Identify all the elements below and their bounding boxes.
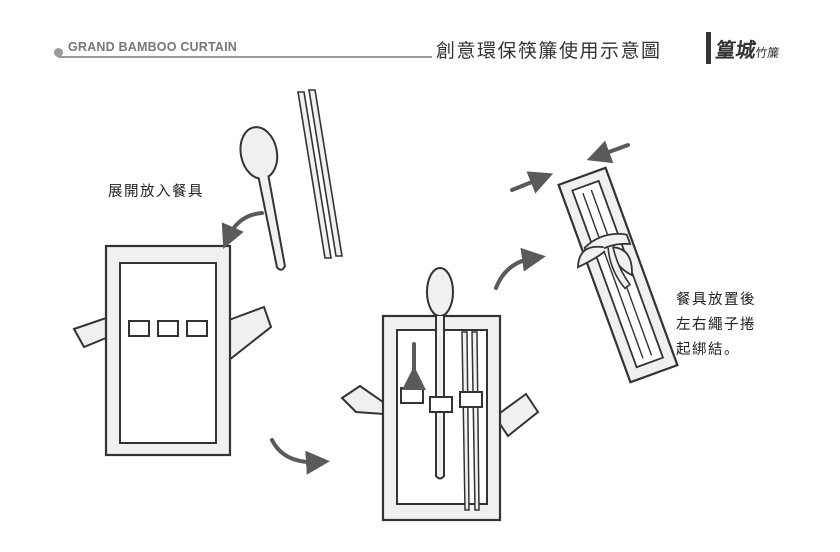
- header-bullet: [54, 48, 63, 57]
- step1-loop: [157, 320, 179, 337]
- step1-spoon: [239, 126, 286, 271]
- diagram-title: 創意環保筷簾使用示意圖: [436, 40, 662, 62]
- arrow-into-curtain: [221, 211, 264, 250]
- arrow-roll-right: [586, 140, 630, 164]
- step2-loop: [400, 387, 424, 404]
- step3-tie-knot: [576, 233, 633, 290]
- step3-label: 餐具放置後 左右繩子捲 起綁結。: [676, 292, 756, 358]
- step1-curtain-inner: [119, 262, 217, 444]
- step2-right-strap: [499, 392, 540, 438]
- step1-left-strap: [72, 316, 107, 349]
- brand-english-name: GRAND BAMBOO CURTAIN: [68, 40, 238, 54]
- step2-loop: [429, 396, 453, 413]
- step1-label: 展開放入餐具: [108, 184, 204, 200]
- step2-chopsticks: [461, 331, 480, 511]
- arrow-roll-left: [510, 171, 554, 194]
- step2-filled-curtain: [340, 267, 540, 522]
- title-separator: [706, 32, 711, 64]
- arrow-to-step3: [494, 247, 546, 290]
- step3-chopstick-line: [582, 192, 644, 359]
- step3-rolled-curtain: [557, 166, 679, 384]
- step2-loop: [459, 391, 483, 408]
- header-rule: [58, 56, 432, 58]
- step1-open-curtain: [72, 244, 273, 457]
- step1-loop: [186, 320, 208, 337]
- arrow-to-step2: [270, 438, 330, 475]
- step1-loop: [128, 320, 150, 337]
- step2-left-strap: [340, 384, 384, 416]
- step1-chopsticks: [297, 89, 343, 259]
